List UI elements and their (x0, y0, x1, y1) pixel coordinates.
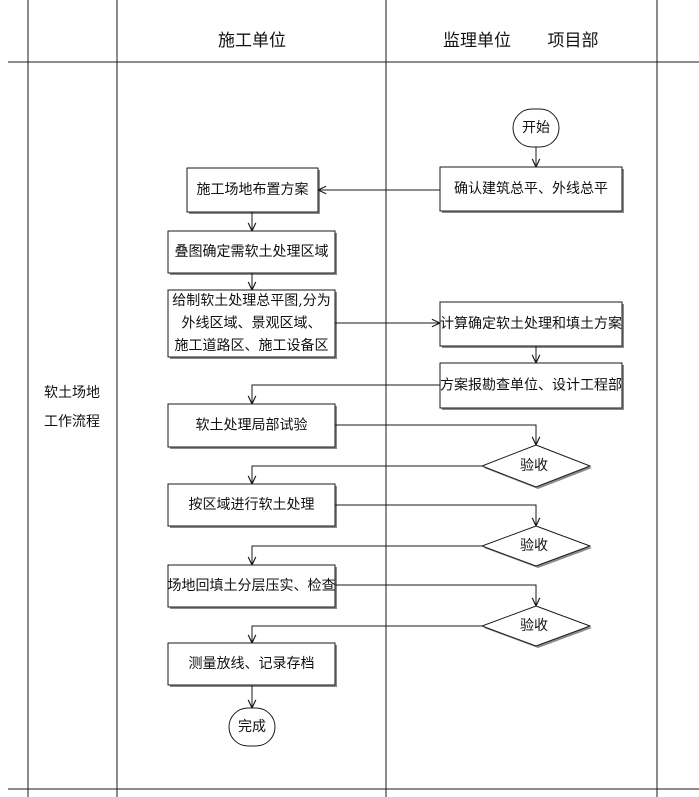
node-survey-box (167, 642, 336, 686)
node-calc-plan-label: 计算确定软土处理和填土方案 (440, 315, 622, 332)
node-site-layout: 施工场地布置方案 (186, 167, 320, 214)
node-backfill-label: 场地回填土分层压实、检查 (168, 578, 336, 594)
decision-accept-2-shape (480, 525, 592, 567)
connectors (252, 147, 536, 708)
end-terminal-label: 完成 (238, 719, 266, 735)
decision-accept-1-label: 验收 (520, 458, 548, 474)
side-label-line-1: 软土场地 (44, 385, 100, 401)
decision-accept-3-label: 验收 (520, 618, 548, 634)
arrow-by-region-to-accept-2 (335, 504, 536, 526)
arrow-accept-2-to-backfill (252, 545, 482, 565)
node-trial: 软土处理局部试验 (167, 403, 337, 449)
process-side-label: 软土场地 工作流程 (44, 385, 100, 430)
node-confirm-plan-label: 确认建筑总平、外线总平 (454, 181, 608, 197)
swimlane-grid (8, 0, 699, 797)
node-survey: 测量放线、记录存档 (167, 642, 337, 687)
arrow-trial-to-accept-1 (335, 424, 536, 445)
node-draw-plan: 给制软土处理总平图,分为 外线区域、景观区域、 施工道路区、施工设备区 (167, 289, 337, 359)
node-report: 方案报勘查单位、设计工程部 (439, 362, 624, 410)
arrow-report-to-trial (252, 384, 440, 404)
decision-accept-3: 验收 (480, 605, 592, 648)
node-by-region-label: 按区域进行软土处理 (189, 497, 315, 513)
lane-header-construction: 施工单位 (218, 31, 286, 51)
end-terminal: 完成 (228, 707, 276, 747)
arrow-accept-3-to-survey (252, 625, 482, 643)
arrow-backfill-to-accept-3 (335, 584, 536, 606)
node-calc-plan-box (439, 301, 623, 347)
decision-accept-1-shape (480, 444, 592, 488)
decision-accept-1: 验收 (480, 444, 592, 489)
node-overlay-label: 叠图确定需软土处理区域 (175, 244, 329, 260)
start-terminal-label: 开始 (522, 120, 550, 136)
lane-header-supervision: 监理单位 (443, 31, 511, 51)
node-site-layout-box (186, 167, 319, 213)
node-by-region: 按区域进行软土处理 (167, 483, 337, 528)
node-survey-label: 测量放线、记录存档 (189, 656, 315, 672)
node-backfill-box (167, 564, 336, 608)
node-draw-plan-box (167, 289, 336, 358)
node-overlay-box (167, 230, 336, 274)
decision-accept-2-label: 验收 (520, 538, 548, 554)
decision-accept-2: 验收 (480, 525, 592, 568)
lane-headers: 施工单位 监理单位 项目部 (218, 31, 599, 51)
node-draw-plan-line-1: 给制软土处理总平图,分为 (172, 293, 330, 309)
start-terminal: 开始 (512, 108, 560, 148)
node-draw-plan-line-2: 外线区域、景观区域、 (182, 316, 322, 332)
node-site-layout-label: 施工场地布置方案 (197, 181, 309, 198)
node-report-label: 方案报勘查单位、设计工程部 (440, 377, 622, 394)
node-confirm-plan: 确认建筑总平、外线总平 (439, 166, 624, 213)
node-calc-plan: 计算确定软土处理和填土方案 (439, 301, 624, 348)
decision-accept-3-shape (480, 605, 592, 647)
node-backfill: 场地回填土分层压实、检查 (167, 564, 337, 609)
side-label-line-2: 工作流程 (44, 414, 100, 430)
node-confirm-plan-box (439, 166, 623, 212)
arrow-accept-1-to-by-region (252, 465, 482, 484)
node-trial-label: 软土处理局部试验 (196, 418, 308, 434)
node-report-box (439, 362, 623, 409)
lane-header-project: 项目部 (548, 31, 599, 51)
node-overlay: 叠图确定需软土处理区域 (167, 230, 337, 275)
node-draw-plan-line-3: 施工道路区、施工设备区 (175, 337, 329, 354)
